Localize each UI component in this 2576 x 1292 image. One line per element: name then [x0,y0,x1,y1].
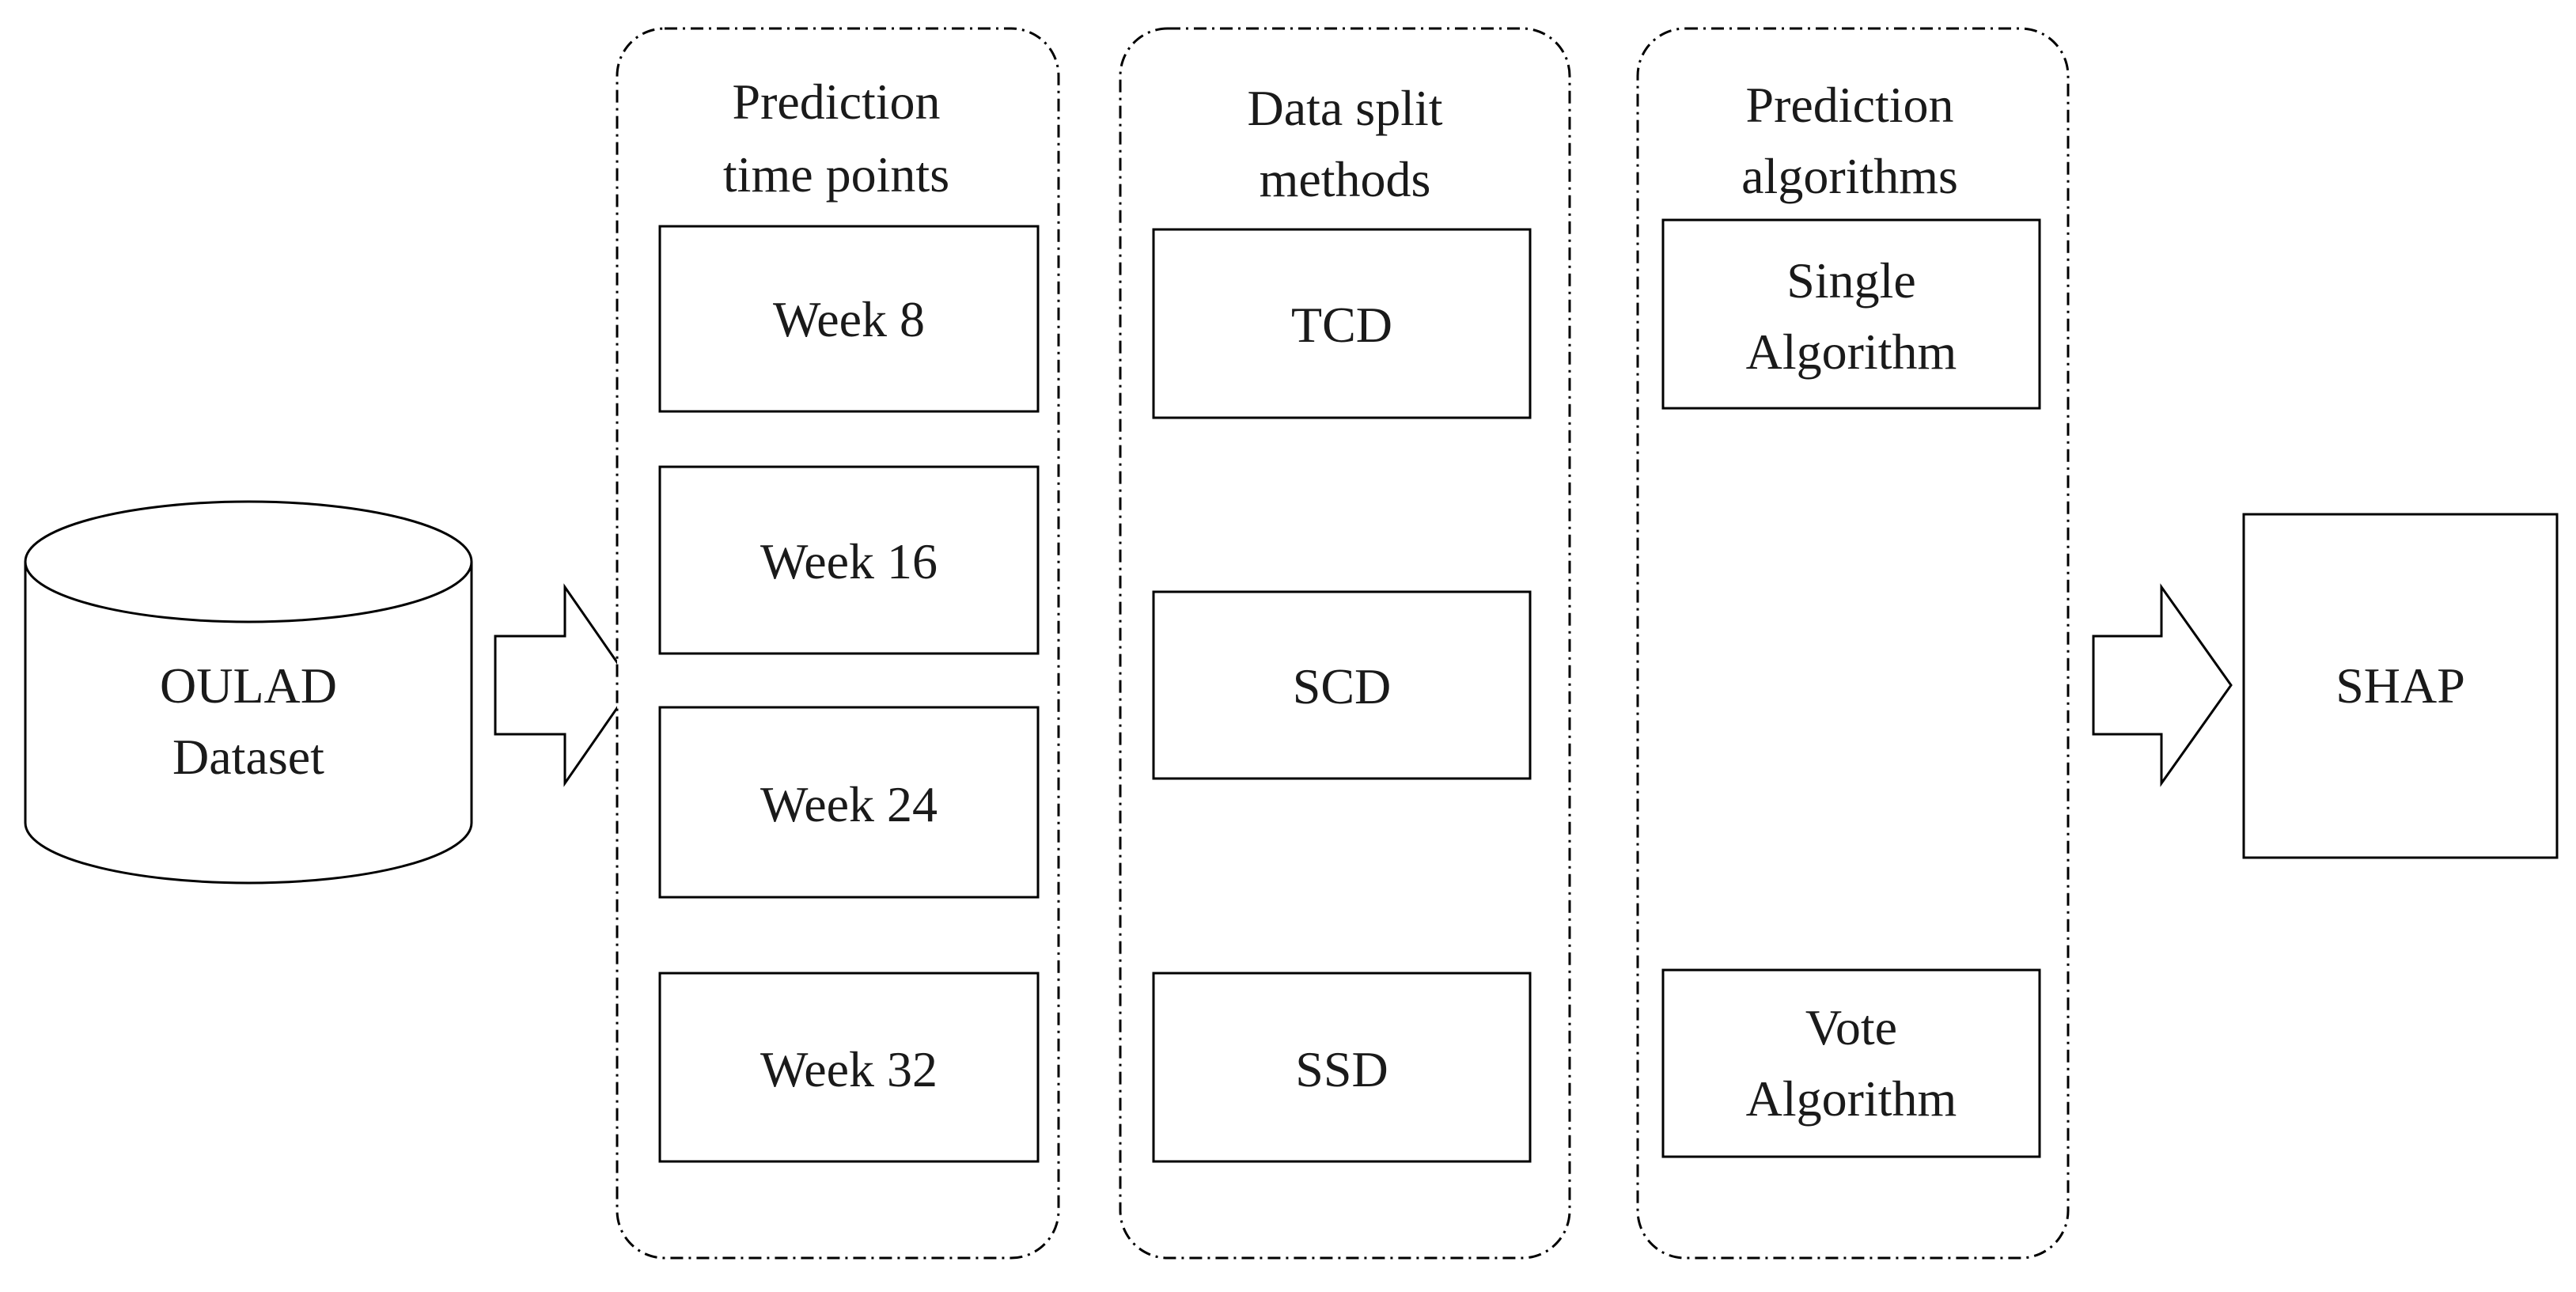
flow-arrow-1 [494,583,635,787]
scd-box [1152,590,1532,780]
shap-label: SHAP [2335,657,2465,714]
group-time-points: Prediction time points Week 8 Week 16 We… [616,27,1060,1260]
week-32-box [658,972,1040,1163]
dataset-label-line2: Dataset [172,729,324,785]
vote-algorithm-box [1661,968,2041,1158]
shap-box [2242,513,2559,859]
dataset-label-line1: OULAD [160,657,337,714]
week-8-label: Week 8 [773,291,925,347]
ssd-box [1152,972,1532,1163]
dataset-cylinder: OULAD Dataset [24,500,473,885]
week-32-label: Week 32 [760,1041,938,1097]
week-24-box [658,706,1040,899]
week-16-box [658,465,1040,655]
tcd-box [1152,228,1532,419]
group-time-points-title-line2: time points [723,146,949,203]
flow-arrow-2 [2092,583,2233,787]
vote-algorithm-label-line2: Algorithm [1746,1070,1957,1127]
output-shap: SHAP [2242,513,2559,859]
group-algorithms-title-line1: Prediction [1745,77,1953,133]
single-algorithm-box [1661,218,2041,410]
week-16-label: Week 16 [760,533,938,589]
group-algorithms: Prediction algorithms Single Algorithm V… [1636,27,2070,1260]
vote-algorithm-label-line1: Vote [1805,999,1897,1055]
group-split-methods-title-line2: methods [1260,151,1431,207]
group-split-methods-title-line1: Data split [1247,80,1442,136]
scd-label: SCD [1293,658,1392,714]
group-split-methods: Data split methods TCD SCD SSD [1119,27,1571,1260]
single-algorithm-label-line2: Algorithm [1746,324,1957,380]
single-algorithm-label-line1: Single [1786,252,1916,309]
group-algorithms-title-line2: algorithms [1741,148,1958,204]
week-24-label: Week 24 [760,776,938,832]
week-8-box [658,225,1040,413]
ssd-label: SSD [1295,1041,1388,1097]
group-time-points-title-line1: Prediction [732,74,940,130]
tcd-label: TCD [1291,297,1392,353]
